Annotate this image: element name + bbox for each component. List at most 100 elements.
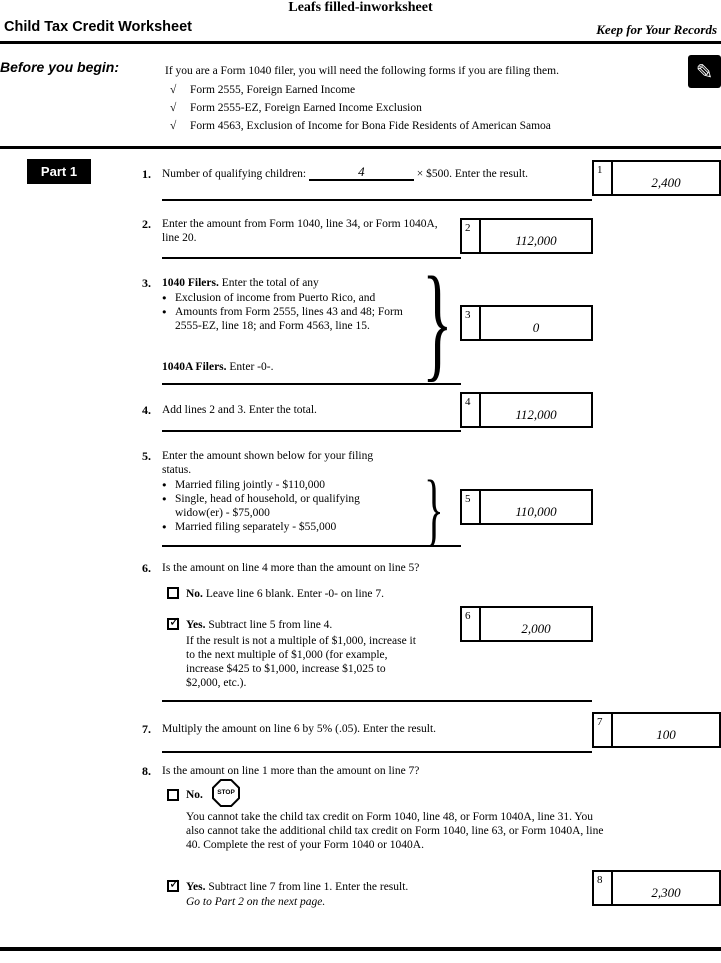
- line5-number: 5.: [142, 449, 151, 463]
- line2-box-number: 2: [462, 220, 481, 252]
- line3-lead: 1040 Filers. Enter the total of any: [162, 276, 442, 290]
- line5-rule: [162, 545, 461, 547]
- line2-number: 2.: [142, 217, 151, 231]
- line6-no-row: No. Leave line 6 blank. Enter -0- on lin…: [186, 587, 586, 601]
- line3-tail-rest: Enter -0-.: [226, 361, 274, 373]
- line6-yes-label: Yes.: [186, 619, 206, 631]
- line4-amount-box: 4 112,000: [460, 392, 593, 428]
- line7-box-number: 7: [594, 714, 613, 746]
- line6-no-text: Leave line 6 blank. Enter -0- on line 7.: [202, 588, 385, 600]
- line7-amount-value[interactable]: 100: [656, 727, 676, 742]
- line2-rule: [162, 257, 461, 259]
- check-icon: √: [170, 120, 177, 132]
- line8-yes-checkbox[interactable]: ✓: [167, 876, 180, 892]
- line8-no-checkbox[interactable]: [167, 789, 179, 801]
- line5-bullet: Single, head of household, or qualifying…: [162, 492, 410, 520]
- line6-no-label: No.: [186, 588, 203, 600]
- line4-number: 4.: [142, 403, 151, 417]
- line4-rule: [162, 430, 461, 432]
- line3-bullet: Exclusion of income from Puerto Rico, an…: [162, 291, 410, 305]
- section-divider: [0, 146, 721, 149]
- line1-text: Number of qualifying children: 4 × $500.…: [162, 165, 592, 181]
- line3-lead-rest: Enter the total of any: [218, 277, 319, 289]
- intro-item: √ Form 2555-EZ, Foreign Earned Income Exc…: [170, 101, 670, 115]
- intro-item-label: Form 2555, Foreign Earned Income: [190, 84, 356, 96]
- line5-bullets: Married filing jointly - $110,000 Single…: [162, 478, 410, 534]
- line6-number: 6.: [142, 561, 151, 575]
- line8-goto: Go to Part 2 on the next page.: [186, 896, 326, 908]
- line6-amount-box: 6 2,000: [460, 606, 593, 642]
- part1-badge: Part 1: [27, 159, 91, 184]
- page-watermark: Leafs filled-inworksheet: [288, 0, 433, 15]
- check-icon: ✓: [169, 614, 180, 629]
- line3-box-number: 3: [462, 307, 481, 339]
- bottom-divider: [0, 947, 721, 951]
- line6-question: Is the amount on line 4 more than the am…: [162, 562, 420, 574]
- line8-question: Is the amount on line 1 more than the am…: [162, 765, 420, 777]
- line1-amount-value[interactable]: 2,400: [651, 175, 681, 190]
- line8-yes-text: Subtract line 7 from line 1. Enter the r…: [205, 881, 409, 893]
- line6-amount-value[interactable]: 2,000: [521, 621, 551, 636]
- line8-no-text: You cannot take the child tax credit on …: [186, 811, 604, 851]
- line8-no-row: No.: [186, 788, 246, 802]
- header-divider: [0, 41, 721, 44]
- line6-no-checkbox[interactable]: [167, 587, 179, 599]
- line8-yes-label: Yes.: [186, 881, 206, 893]
- line4-box-number: 4: [462, 394, 481, 426]
- check-icon: √: [170, 102, 177, 114]
- line5-bullet: Married filing separately - $55,000: [162, 520, 410, 534]
- intro-item-label: Form 4563, Exclusion of Income for Bona …: [190, 120, 551, 132]
- line7-amount-box: 7 100: [592, 712, 721, 748]
- line6-yes-text: Subtract line 5 from line 4.: [205, 619, 333, 631]
- line1-number: 1.: [142, 167, 151, 181]
- line3-lead-bold: 1040 Filers.: [162, 277, 219, 289]
- check-icon: ✓: [169, 876, 180, 891]
- line8-box-number: 8: [594, 872, 613, 904]
- intro-item-label: Form 2555-EZ, Foreign Earned Income Excl…: [190, 102, 422, 114]
- line3-tail: 1040A Filers. Enter -0-.: [162, 360, 442, 374]
- before-you-begin-label: Before you begin:: [0, 59, 120, 75]
- line8-amount-value[interactable]: 2,300: [651, 885, 681, 900]
- pencil-icon: ✎: [688, 55, 721, 88]
- stop-icon: STOP: [212, 779, 240, 807]
- line7-number: 7.: [142, 722, 151, 736]
- line1-amount-box: 1 2,400: [592, 160, 721, 196]
- line1-rule: [162, 199, 592, 201]
- line6-yes-checkbox[interactable]: ✓: [167, 614, 180, 630]
- line6-box-number: 6: [462, 608, 481, 640]
- line1-text-before: Number of qualifying children:: [162, 168, 307, 180]
- line8-yes-row: Yes. Subtract line 7 from line 1. Enter …: [186, 880, 586, 894]
- line3-bullet: Amounts from Form 2555, lines 43 and 48;…: [162, 305, 410, 333]
- intro-item: √ Form 4563, Exclusion of Income for Bona…: [170, 119, 670, 133]
- line3-number: 3.: [142, 276, 151, 290]
- line8-amount-box: 8 2,300: [592, 870, 721, 906]
- line3-amount-box: 3 0: [460, 305, 593, 341]
- line4-text: Add lines 2 and 3. Enter the total.: [162, 404, 317, 416]
- line2-amount-box: 2 112,000: [460, 218, 593, 254]
- line6-yes-row: Yes. Subtract line 5 from line 4.: [186, 618, 586, 632]
- line5-amount-box: 5 110,000: [460, 489, 593, 525]
- line3-amount-value[interactable]: 0: [532, 320, 540, 335]
- keep-for-records-label: Keep for Your Records: [596, 22, 717, 37]
- line1-box-number: 1: [594, 162, 613, 194]
- line5-box-number: 5: [462, 491, 481, 523]
- line1-entry-field[interactable]: 4: [308, 165, 414, 181]
- line6-note: If the result is not a multiple of $1,00…: [186, 635, 416, 689]
- line6-rule: [162, 700, 592, 702]
- line5-bullet: Married filing jointly - $110,000: [162, 478, 410, 492]
- line3-bullets: Exclusion of income from Puerto Rico, an…: [162, 291, 410, 333]
- line2-amount-value[interactable]: 112,000: [515, 233, 557, 248]
- stop-label: STOP: [217, 789, 235, 796]
- check-icon: √: [170, 84, 177, 96]
- line3-rule: [162, 383, 461, 385]
- line1-text-after: × $500. Enter the result.: [416, 168, 529, 180]
- brace-shape: }: [422, 251, 453, 393]
- line8-number: 8.: [142, 764, 151, 778]
- line4-amount-value[interactable]: 112,000: [515, 407, 557, 422]
- line3-tail-bold: 1040A Filers.: [162, 361, 227, 373]
- intro-text: If you are a Form 1040 filer, you will n…: [165, 65, 559, 77]
- line5-amount-value[interactable]: 110,000: [515, 504, 557, 519]
- intro-item: √ Form 2555, Foreign Earned Income: [170, 83, 670, 97]
- brace-shape: }: [424, 463, 444, 554]
